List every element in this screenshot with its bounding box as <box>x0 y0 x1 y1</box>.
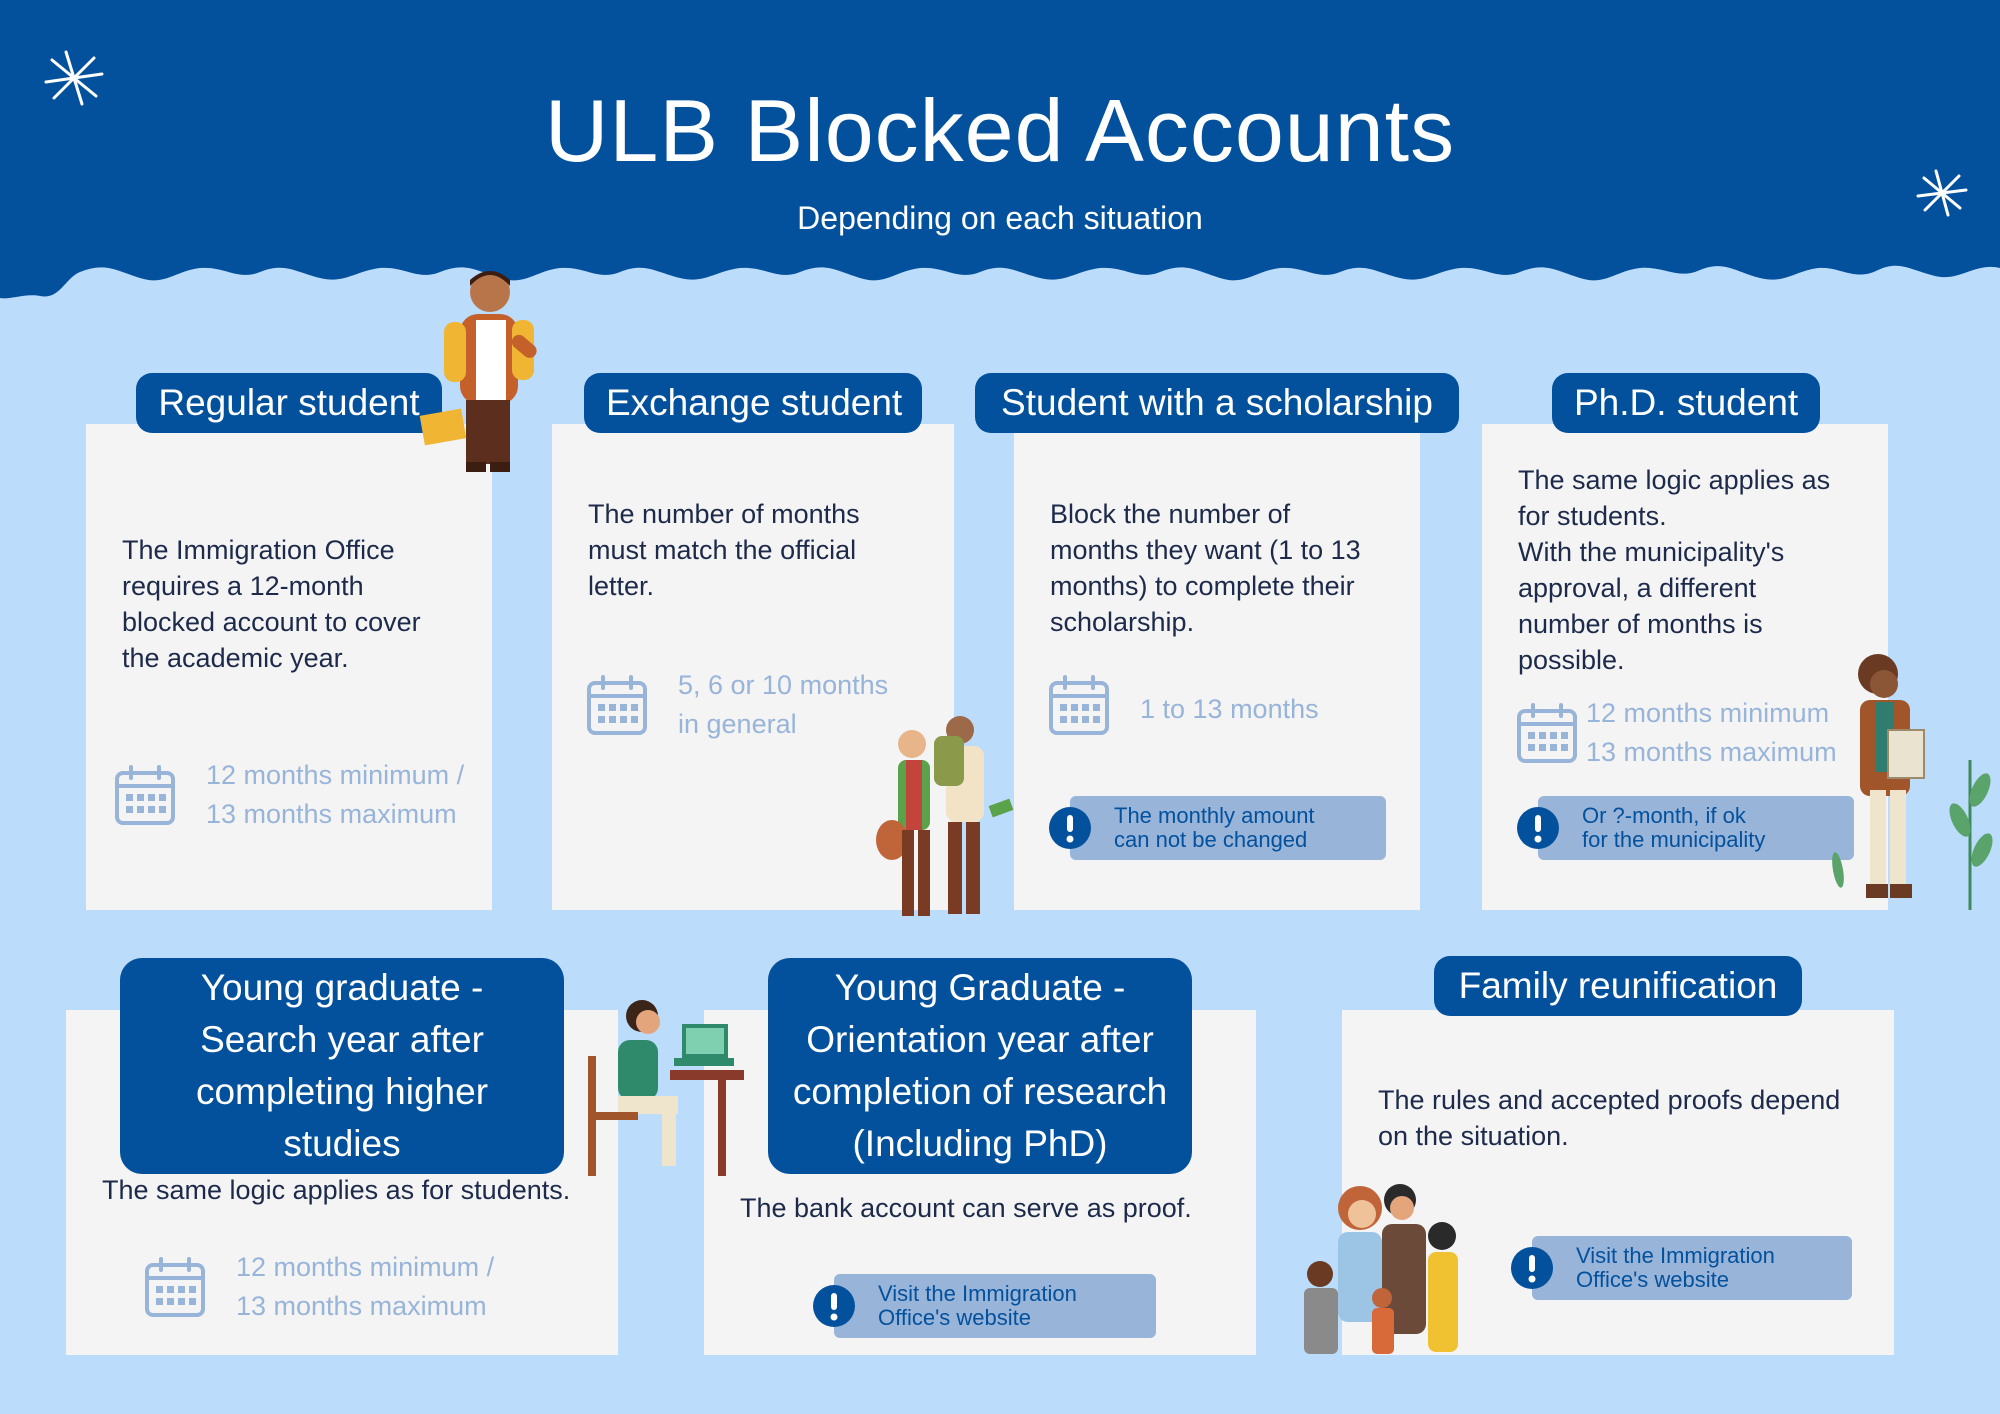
calendar-icon <box>145 1257 205 1317</box>
student-with-backpack-illustration <box>419 271 537 472</box>
note-link-text[interactable]: Visit the Immigration Office's website <box>1576 1243 1775 1292</box>
family-group-illustration <box>1304 1184 1458 1354</box>
tag-search-year: Young graduate - Search year after compl… <box>120 958 564 1174</box>
tag-regular-student: Regular student <box>136 373 442 433</box>
note-municipality: Or ?-month, if ok for the municipality <box>1516 796 1854 860</box>
page-title: ULB Blocked Accounts <box>544 81 1456 180</box>
card-duration: 12 months minimum 13 months maximum <box>1586 698 1837 767</box>
tag-orientation-year: Young Graduate - Orientation year after … <box>768 958 1192 1174</box>
card-description: The Immigration Office requires a 12-mon… <box>122 535 421 673</box>
sparkle-icon <box>44 50 104 106</box>
card-description: Block the number of months they want (1 … <box>1050 499 1361 637</box>
calendar-icon <box>1517 703 1577 763</box>
tag-phd-student: Ph.D. student <box>1552 373 1820 433</box>
card-regular-student: The Immigration Office requires a 12-mon… <box>86 424 492 910</box>
calendar-icon <box>1049 675 1109 735</box>
note-monthly-amount: The monthly amount can not be changed <box>1048 796 1386 860</box>
card-description: The bank account can serve as proof. <box>740 1193 1192 1223</box>
card-description: The same logic applies as for students. <box>102 1175 571 1205</box>
card-description: The rules and accepted proofs depend on … <box>1378 1085 1841 1151</box>
card-duration: 12 months minimum / 13 months maximum <box>236 1252 495 1321</box>
note-text: The monthly amount can not be changed <box>1114 803 1315 852</box>
header-banner: ULB Blocked Accounts Depending on each s… <box>0 0 2000 310</box>
sparkle-icon <box>1916 169 1968 217</box>
researcher-with-clipboard-illustration <box>1832 654 1993 910</box>
note-text: Or ?-month, if ok for the municipality <box>1582 803 1766 852</box>
note-immigration-website[interactable]: Visit the Immigration Office's website <box>812 1274 1156 1338</box>
calendar-icon <box>115 765 175 825</box>
card-phd-student: The same logic applies as for students. … <box>1482 424 1888 910</box>
card-duration: 12 months minimum / 13 months maximum <box>206 760 465 829</box>
card-description: The same logic applies as for students. … <box>1518 465 1831 675</box>
exclamation-icon <box>813 1285 855 1327</box>
exclamation-icon <box>1517 807 1559 849</box>
card-scholarship-student: Block the number of months they want (1 … <box>1014 424 1420 910</box>
exclamation-icon <box>1511 1247 1553 1289</box>
note-link-text[interactable]: Visit the Immigration Office's website <box>878 1281 1077 1330</box>
calendar-icon <box>587 675 647 735</box>
exclamation-icon <box>1049 807 1091 849</box>
card-family-reunification: The rules and accepted proofs depend on … <box>1342 1010 1894 1355</box>
note-immigration-website[interactable]: Visit the Immigration Office's website <box>1510 1236 1852 1300</box>
card-duration: 5, 6 or 10 months in general <box>678 670 889 739</box>
travelers-walking-illustration <box>876 716 1014 916</box>
tag-exchange-student: Exchange student <box>584 373 922 433</box>
tag-scholarship-student: Student with a scholarship <box>975 373 1459 433</box>
page-subtitle: Depending on each situation <box>797 200 1203 236</box>
card-duration: 1 to 13 months <box>1140 694 1319 724</box>
person-at-laptop-illustration <box>588 1000 744 1176</box>
tag-family-reunification: Family reunification <box>1434 956 1802 1016</box>
card-description: The number of months must match the offi… <box>588 499 860 601</box>
header-wave-background <box>0 0 2000 299</box>
